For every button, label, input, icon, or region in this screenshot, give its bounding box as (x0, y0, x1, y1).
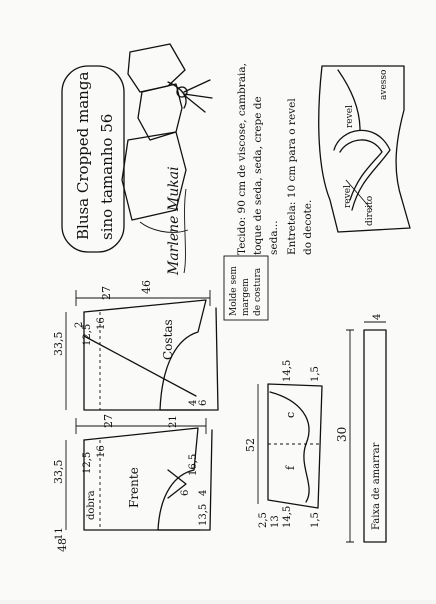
front-16: 16 (96, 445, 107, 458)
front-16-5: 16,5 (188, 454, 199, 476)
back-33-5: 33,5 (52, 332, 65, 357)
front-width: 48 (56, 538, 69, 552)
sleeve-piece: 52 14,5 14,5 1,5 2,5 13 1,5 c f (244, 360, 323, 528)
front-6: 6 (180, 490, 191, 496)
front-21: 21 (168, 415, 179, 428)
sleeve-14-5a: 14,5 (282, 360, 293, 382)
tie-label: Faixa de amarrar (371, 442, 382, 530)
tie-strip: 30 4 Faixa de amarrar (335, 314, 387, 543)
fabric-line-1: Tecido: 90 cm de viscose, cambraia, (236, 63, 248, 255)
facing-revel-front: revel (345, 105, 355, 128)
facing-direito: direito (365, 196, 375, 226)
blouse-illustration (121, 43, 213, 233)
signature-text: Marlene Mukai (166, 166, 182, 276)
sleeve-13: 13 (270, 515, 281, 528)
front-piece: Frente dobra 48 27 33,5 12,5 16 21 16,5 … (52, 414, 213, 552)
front-4: 4 (198, 490, 209, 496)
back-27: 27 (100, 286, 113, 300)
fabric-line-2: toque de seda, seda, crepe de (252, 96, 264, 255)
back-16: 16 (96, 317, 107, 330)
back-4: 4 (188, 400, 199, 406)
no-seam-line-3: de costura (253, 267, 263, 316)
front-12-5: 12,5 (82, 452, 93, 474)
back-2: 2 (74, 322, 85, 328)
back-12-5: 12,5 (82, 324, 93, 346)
back-piece: Costas 46 27 33,5 12,5 16 2 4 6 (52, 280, 219, 411)
front-13-5: 13,5 (198, 504, 209, 526)
fabric-line-3: seda... (268, 220, 280, 255)
sleeve-f: f (284, 465, 297, 470)
fabric-line-4: Entretela: 10 cm para o revel (286, 98, 298, 255)
tie-width: 4 (372, 314, 383, 320)
back-6: 6 (198, 400, 209, 406)
title-line-2: sino tamanho 56 (98, 114, 116, 240)
sleeve-14-5b: 14,5 (282, 506, 293, 528)
facing-diagram: revel avesso revel direito (318, 65, 411, 233)
sleeve-52: 52 (244, 438, 257, 452)
fabric-notes: Tecido: 90 cm de viscose, cambraia, toqu… (236, 63, 314, 255)
front-33-5: 33,5 (52, 460, 65, 485)
sleeve-2-5: 2,5 (258, 512, 269, 528)
front-27: 27 (102, 414, 115, 428)
sleeve-1-5: 1,5 (310, 366, 321, 382)
front-fold: dobra (86, 490, 97, 520)
tie-length: 30 (335, 427, 349, 442)
fabric-line-5: do decote. (302, 200, 314, 255)
sleeve-1-5b: 1,5 (310, 512, 321, 528)
facing-revel-back: revel (343, 185, 353, 208)
signature: Marlene Mukai (166, 166, 187, 276)
title-line-1: Blusa Cropped manga (74, 72, 92, 240)
no-seam-line-2: margem (241, 278, 251, 316)
no-seam-note: Molde sem margem de costura (223, 255, 269, 321)
back-label: Costas (161, 319, 175, 360)
facing-avesso: avesso (379, 70, 389, 100)
title-block: Blusa Cropped manga sino tamanho 56 (61, 65, 125, 253)
no-seam-line-1: Molde sem (229, 266, 239, 316)
front-label: Frente (127, 467, 141, 508)
back-width: 46 (140, 280, 153, 294)
front-11: 11 (54, 527, 65, 540)
sleeve-c: c (284, 412, 297, 418)
